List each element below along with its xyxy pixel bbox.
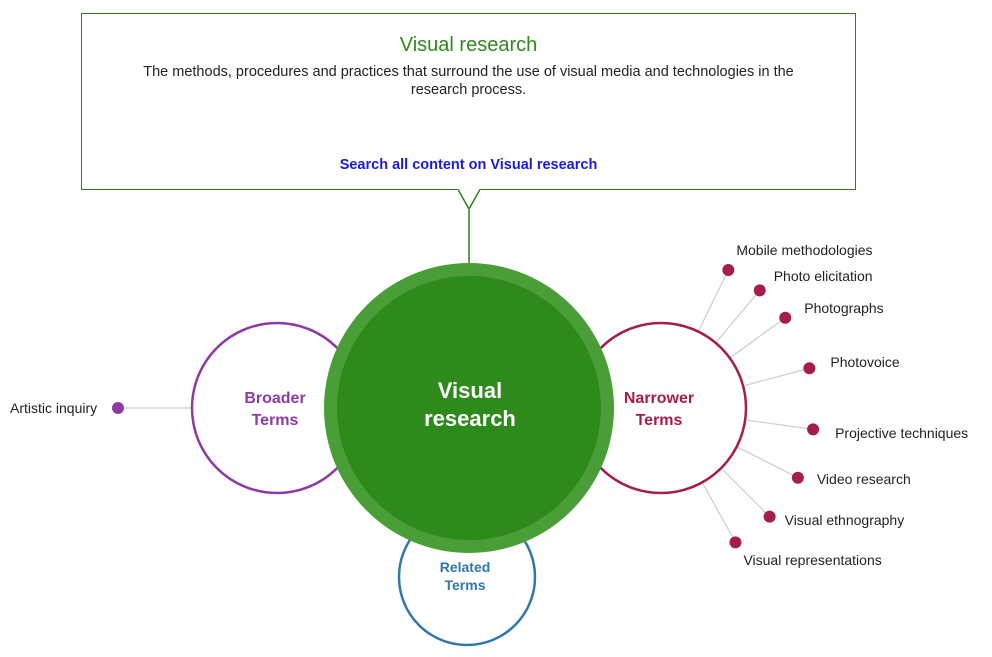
narrower-connector-line [715,289,761,344]
narrower-item-label[interactable]: Projective techniques [835,425,969,442]
narrower-item-dot[interactable] [779,311,792,324]
narrower-label-line2: Terms [635,412,683,429]
related-label-line2: Terms [444,577,486,593]
center-node[interactable] [337,276,601,540]
center-label-line1: Visual [437,378,503,403]
narrower-item-dot[interactable] [763,510,776,523]
narrower-item-label[interactable]: Mobile methodologies [736,241,873,258]
narrower-item-dot[interactable] [729,536,742,549]
narrower-item-dot[interactable] [791,471,804,484]
center-label-line2: research [424,406,516,431]
narrower-item-label[interactable]: Visual ethnography [784,511,905,528]
tooltip-pointer [458,189,480,211]
narrower-item-label[interactable]: Visual representations [743,552,882,569]
term-tooltip: Visual research The methods, procedures … [81,13,856,190]
narrower-dots [722,263,820,549]
narrower-connector-line [720,467,771,518]
narrower-item-label[interactable]: Photographs [804,299,884,316]
narrower-connector-line [697,269,729,332]
broader-label-line2: Terms [251,412,299,429]
related-terms-label[interactable]: Related Terms [405,558,525,594]
broader-terms-label[interactable]: Broader Terms [215,388,335,432]
narrower-connectors [697,269,814,543]
related-label-line1: Related [439,559,491,575]
narrower-terms-label[interactable]: Narrower Terms [600,388,718,432]
broader-item-dot[interactable] [112,402,124,414]
narrower-connector-line [729,317,786,359]
narrower-connector-line [742,367,810,387]
narrower-label-line1: Narrower [623,390,695,407]
broader-label-line1: Broader [244,390,306,407]
search-all-content-link[interactable]: Search all content on Visual research [339,157,598,173]
narrower-item-label[interactable]: Photo elicitation [773,268,873,285]
tooltip-description: The methods, procedures and practices th… [143,64,794,98]
center-node-label: Visual research [370,377,570,433]
tooltip-title: Visual research [399,34,538,56]
narrower-item-label[interactable]: Video research [816,470,911,487]
narrower-item-dot[interactable] [722,263,735,276]
narrower-item-dot[interactable] [807,423,820,436]
narrower-connector-line [745,419,814,430]
narrower-connector-line [701,482,736,543]
narrower-item-dot[interactable] [753,284,766,297]
narrower-item-dot[interactable] [803,362,816,375]
broader-item-label[interactable]: Artistic inquiry [10,400,98,416]
narrower-item-label[interactable]: Photovoice [830,354,900,371]
narrower-connector-line [736,446,799,479]
